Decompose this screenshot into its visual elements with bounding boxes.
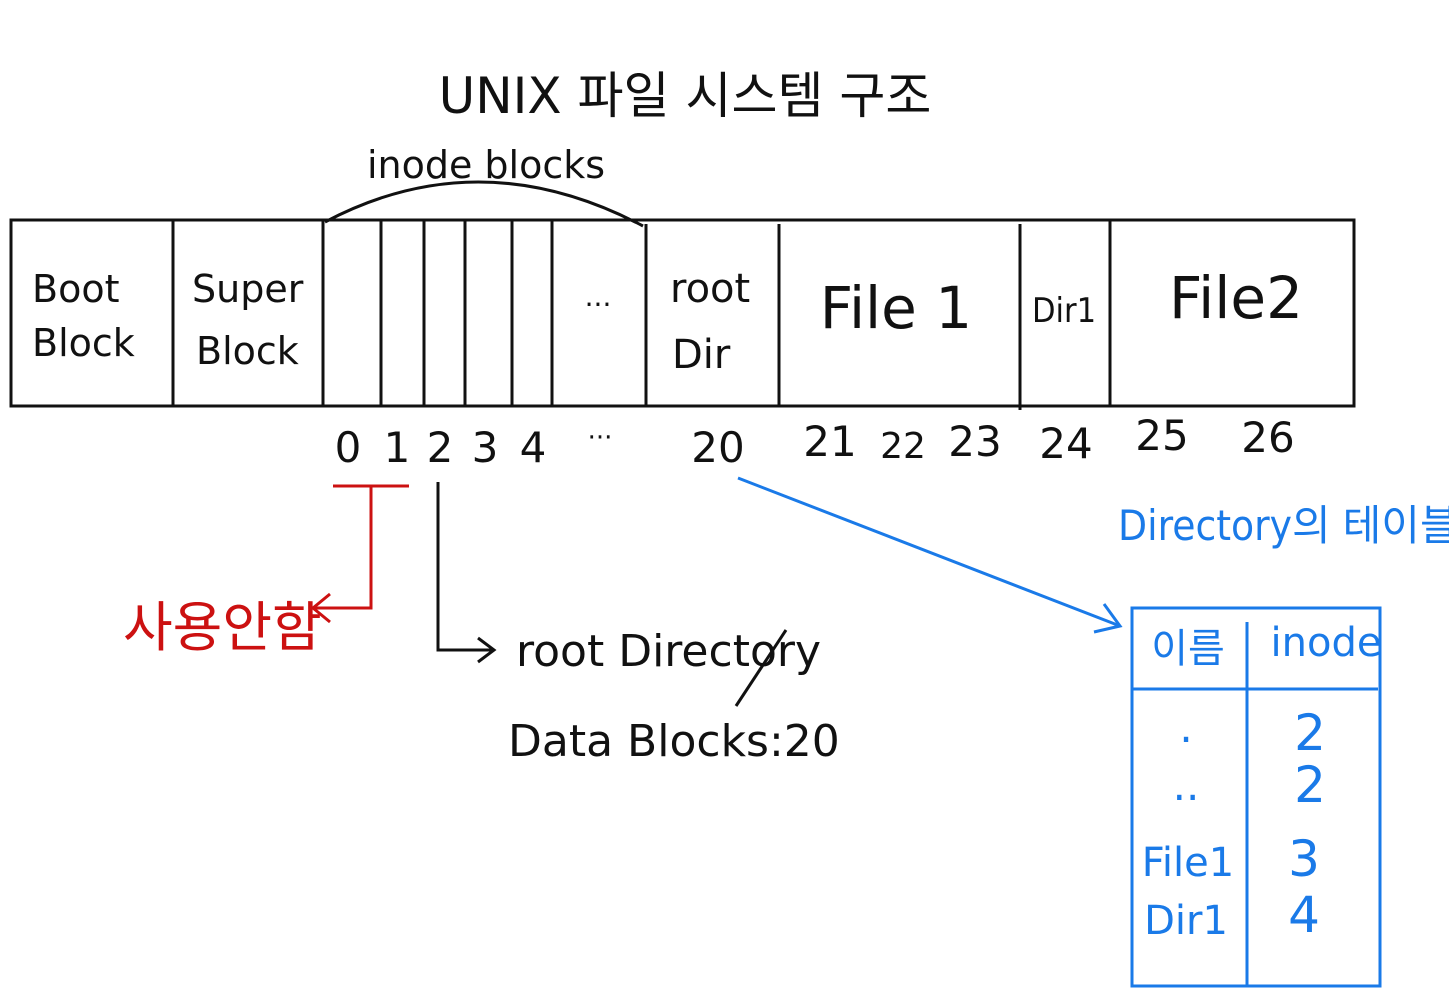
index-0: 0 — [335, 423, 362, 472]
index-1: 1 — [384, 423, 411, 472]
inode-blocks-label: inode blocks — [367, 143, 605, 187]
dir-table-header-name: 이름 — [1151, 626, 1225, 672]
super-block-label: Super Block — [192, 267, 315, 373]
root-dir-note-line1: root Directory — [516, 626, 821, 677]
block-indices: 0 1 2 3 4 ··· 20 21 22 23 24 25 26 — [335, 411, 1295, 472]
root-dir-note-line2: Data Blocks:20 — [508, 716, 840, 767]
dir1-label: Dir1 — [1032, 291, 1096, 331]
super-block-line1: Super — [192, 267, 304, 311]
index-26: 26 — [1241, 413, 1294, 462]
index-24: 24 — [1039, 419, 1092, 468]
index-4: 4 — [520, 423, 547, 472]
index-dots: ··· — [588, 423, 613, 453]
super-block-line2: Block — [196, 329, 299, 373]
boot-block-line1: Boot — [32, 267, 119, 311]
dir-table-row-3-name: File1 — [1142, 840, 1234, 886]
diagram-title: UNIX 파일 시스템 구조 — [439, 67, 932, 125]
index-3: 3 — [472, 423, 499, 472]
dir-table-arrow-line — [737, 476, 1121, 628]
index-20: 20 — [691, 423, 744, 472]
inode-blocks-brace — [324, 180, 644, 228]
unused-arrow-line — [313, 486, 373, 610]
file1-label: File 1 — [820, 274, 972, 342]
root-dir-label: root Dir — [670, 266, 763, 378]
unused-label: 사용안함 — [123, 596, 322, 659]
dir-table-row-1-name: . — [1179, 703, 1192, 752]
dir-table-cells: 이름 inode . 2 .. 2 File1 3 Dir1 4 — [1142, 620, 1382, 944]
unused-annotation — [310, 484, 409, 624]
root-note-stroke — [734, 629, 788, 707]
file2-label: File2 — [1169, 264, 1303, 332]
dir-table-caption: Directory의 테이블 — [1118, 501, 1449, 550]
block-labels: Boot Block Super Block ··· root Dir File… — [32, 264, 1303, 378]
index-2: 2 — [427, 423, 454, 472]
boot-block-label: Boot Block — [32, 267, 135, 365]
index-25: 25 — [1135, 411, 1188, 460]
dir-table-outline — [1130, 606, 1382, 988]
unused-arrow-head — [310, 592, 331, 624]
dir-table-header-inode: inode — [1271, 620, 1382, 666]
root-dir-note: root Directory Data Blocks:20 — [508, 626, 840, 767]
disk-block-strip — [9, 218, 1356, 410]
index-23: 23 — [948, 417, 1001, 466]
dir-table-arrow — [737, 476, 1123, 634]
dir-table-row-1-inode: 2 — [1294, 704, 1326, 762]
dir-table-row-2-name: .. — [1173, 761, 1200, 810]
root-pointer-head — [477, 636, 497, 664]
index-21: 21 — [803, 417, 856, 466]
dir-table-row-3-inode: 3 — [1288, 830, 1320, 888]
dir-table-row-2-inode: 2 — [1294, 756, 1326, 814]
root-dir-line2: Dir — [672, 332, 731, 378]
root-dir-line1: root — [670, 266, 750, 312]
dir-table-row-4-name: Dir1 — [1144, 898, 1228, 944]
dir-table-arrow-head — [1093, 603, 1123, 634]
dir-table-row-4-inode: 4 — [1288, 886, 1320, 944]
index-22: 22 — [880, 426, 926, 467]
root-pointer-line — [436, 482, 492, 652]
boot-block-line2: Block — [32, 321, 135, 365]
inode-ellipsis: ··· — [585, 288, 612, 321]
disk-outline — [9, 218, 1356, 408]
root-pointer-arrow — [436, 482, 497, 664]
dir-table — [1130, 606, 1382, 988]
